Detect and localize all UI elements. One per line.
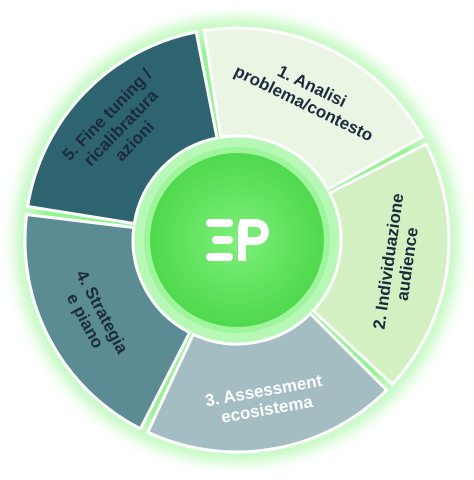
ep-logo-icon bbox=[206, 219, 269, 261]
segment-fine-tuning bbox=[25, 30, 219, 226]
segment-analisi bbox=[202, 26, 425, 192]
center-circle bbox=[144, 147, 330, 333]
segments-group bbox=[23, 26, 451, 454]
segment-individuazione bbox=[311, 142, 451, 387]
segment-strategia bbox=[23, 212, 192, 431]
segment-assessment bbox=[145, 311, 389, 454]
